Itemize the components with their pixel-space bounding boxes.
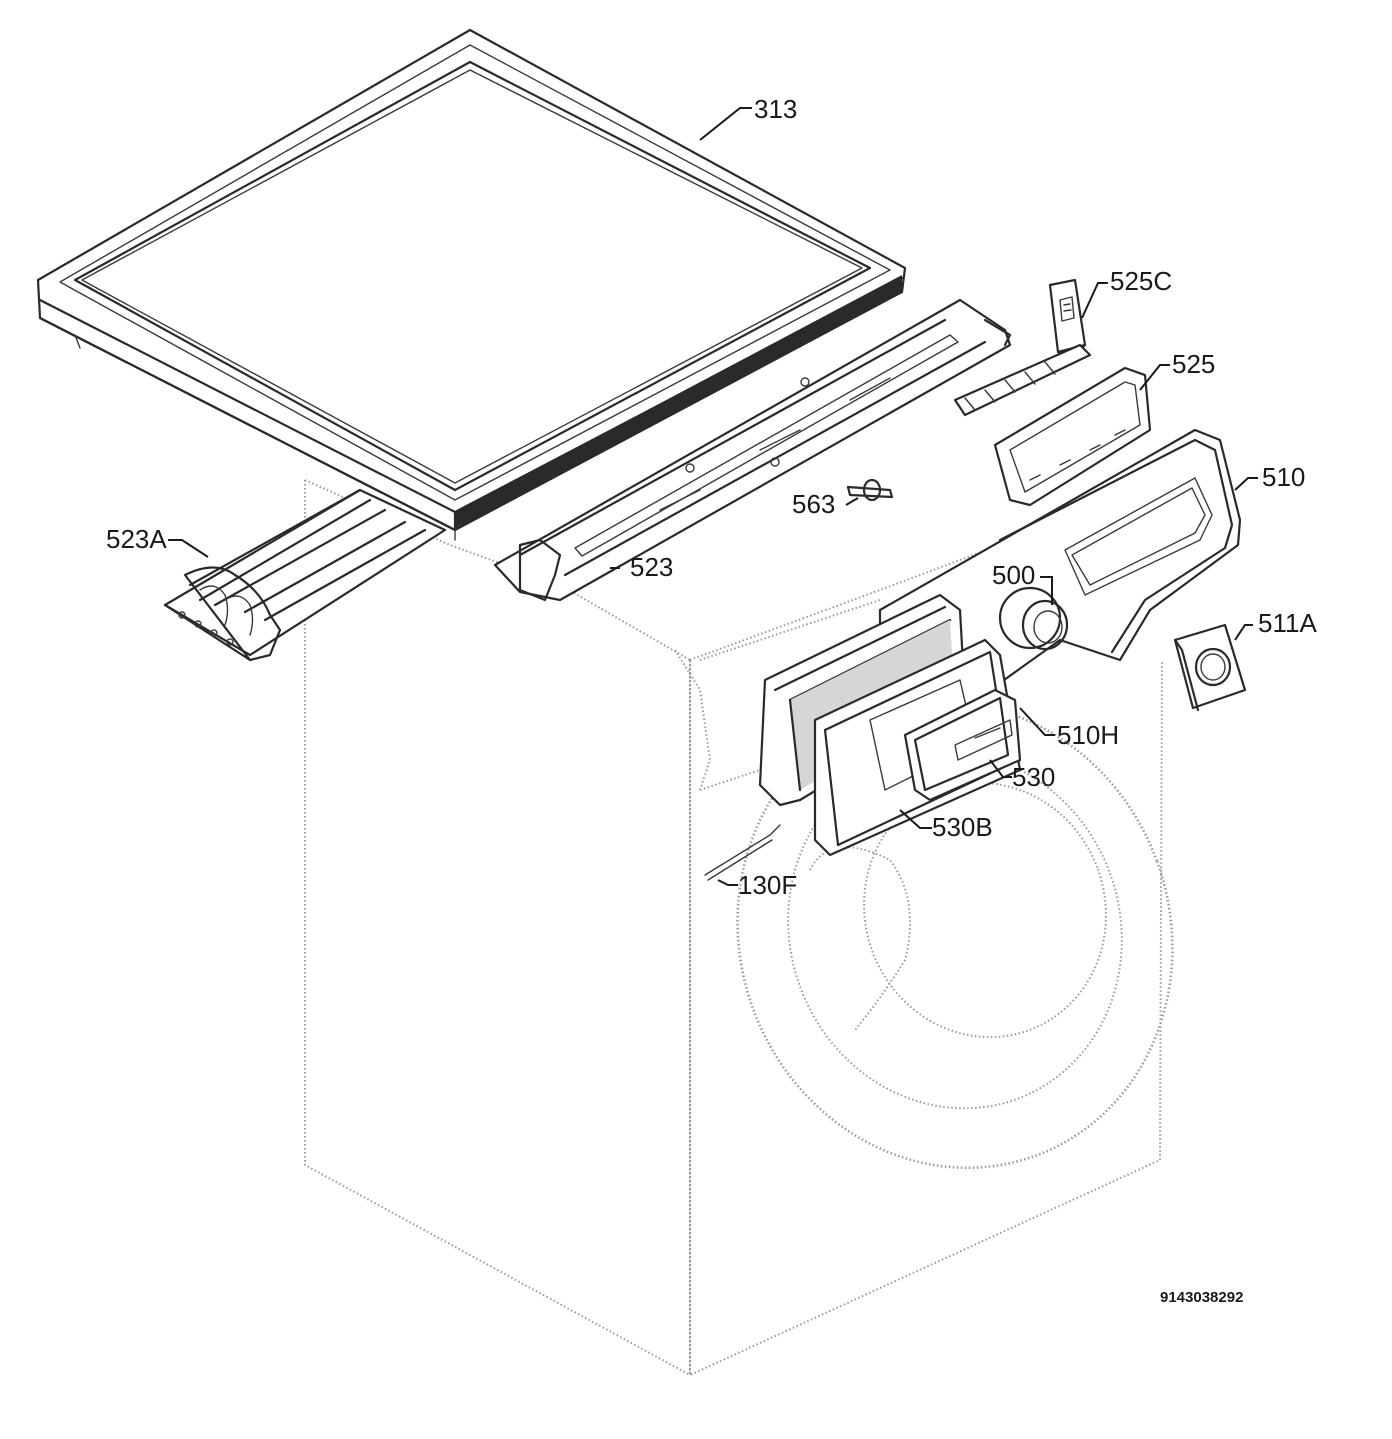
top-lid-313: [36, 28, 907, 541]
leader-lines: [168, 107, 1258, 886]
label-525: 525: [1172, 349, 1215, 379]
label-313: 313: [754, 94, 797, 124]
label-130F: 130F: [738, 870, 797, 900]
display-board-525: [953, 343, 1152, 507]
label-525C: 525C: [1110, 266, 1172, 296]
knob-500: [998, 586, 1069, 651]
pin-563: [846, 478, 894, 502]
badge-511A: [1173, 623, 1247, 712]
label-510H: 510H: [1057, 720, 1119, 750]
bracket-525C: [1048, 278, 1087, 357]
label-563: 563: [792, 489, 835, 519]
label-511A: 511A: [1258, 608, 1317, 638]
part-labels: 313 525C 525 510 563 523A 523 500 511A 5…: [106, 94, 1317, 900]
label-500: 500: [992, 560, 1035, 590]
rail-523A: [163, 488, 447, 662]
label-530B: 530B: [932, 812, 993, 842]
wire-130F: [704, 824, 781, 881]
label-523A: 523A: [106, 524, 167, 554]
label-510: 510: [1262, 462, 1305, 492]
label-530: 530: [1012, 762, 1055, 792]
rail-523: [493, 298, 1012, 602]
drawer-handle-530: [903, 688, 1022, 802]
document-number: 9143038292: [1160, 1289, 1243, 1306]
label-523: 523: [630, 552, 673, 582]
